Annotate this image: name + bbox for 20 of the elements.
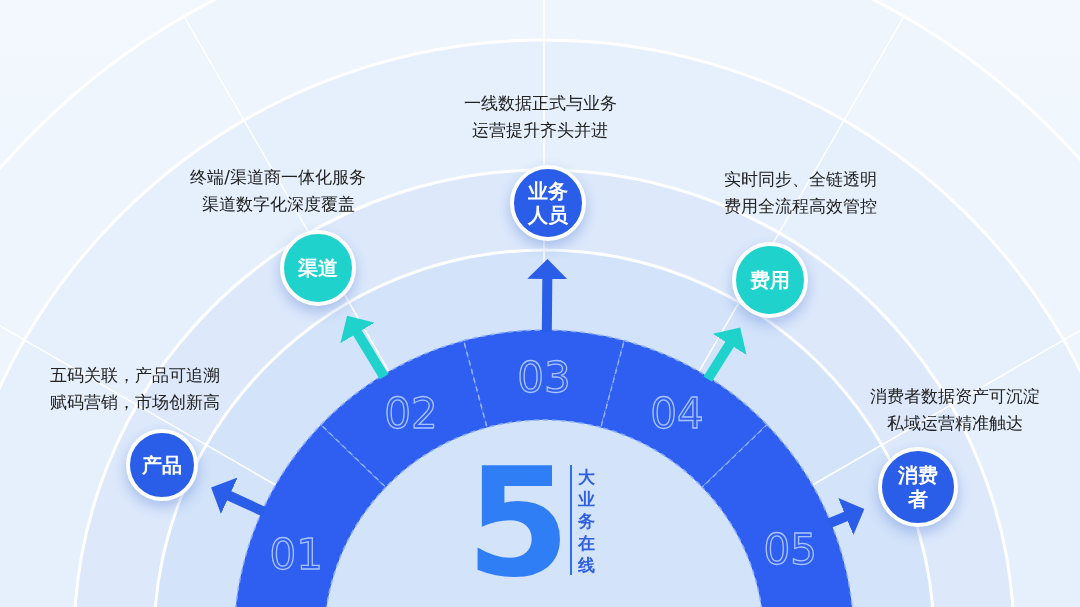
description-text: 五码关联，产品可追溯	[50, 364, 220, 387]
ring-segment: 01	[233, 423, 387, 607]
description-text: 运营提升齐头并进	[472, 119, 608, 142]
vertical-caption: 大业务在线	[578, 466, 596, 576]
arrow	[211, 477, 267, 517]
description-text: 终端/渠道商一体化服务	[190, 166, 366, 189]
arrow	[340, 315, 389, 380]
ring-segment: 03	[463, 329, 625, 429]
arrow	[703, 327, 747, 382]
description-text: 一线数据正式与业务	[463, 92, 617, 115]
description-text: 费用全流程高效管控	[723, 195, 877, 218]
ring-segment: 04	[600, 339, 768, 488]
description-text: 渠道数字化深度覆盖	[201, 193, 355, 216]
description-text: 消费者数据资产可沉淀	[870, 385, 1040, 408]
description-text: 赋码营销，市场创新高	[50, 391, 220, 414]
description-text: 实时同步、全链透明	[723, 168, 877, 191]
arrow	[827, 498, 865, 536]
arrow	[527, 259, 568, 333]
description-text: 私域运营精准触达	[887, 412, 1023, 435]
ring-segment: 05	[701, 423, 855, 607]
